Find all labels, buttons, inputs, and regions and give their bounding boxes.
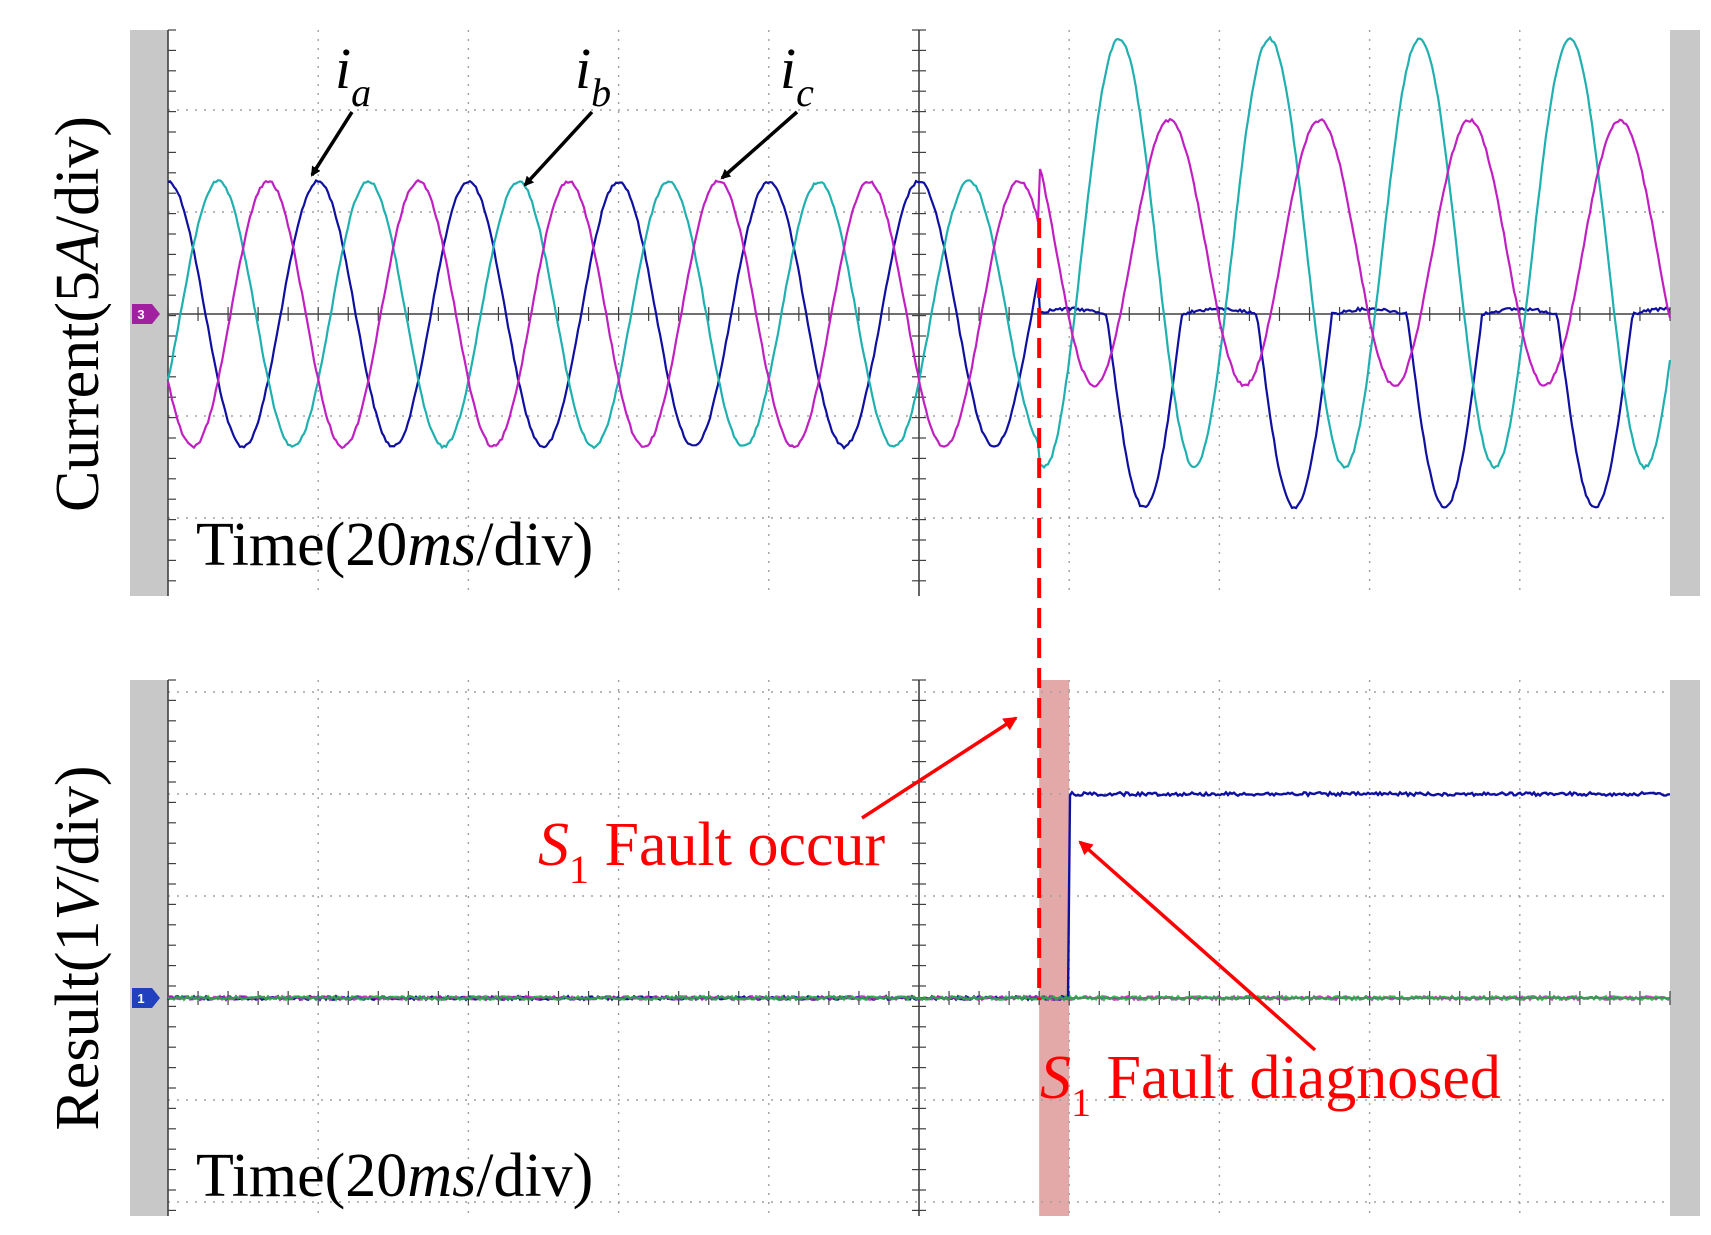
top-ground-marker-label: 3 — [137, 307, 144, 322]
phase-arrow-ia — [310, 111, 354, 177]
top-axis-title: Current(5A/div) — [44, 116, 112, 512]
diagnosis-window — [1039, 680, 1070, 1216]
phase-arrow-ic — [720, 110, 799, 180]
fault-occur-label: S1 Fault occur — [538, 811, 885, 892]
phase-label-ib: ib — [575, 36, 611, 115]
phase-label-ic: ic — [780, 36, 814, 115]
bottom-panel-result: 1 Result(1V/div) Time(20ms/div) — [44, 679, 1700, 1216]
top-ground-marker — [132, 304, 160, 324]
phase-arrow-ib — [523, 110, 594, 187]
fault-diagnosed-arrow — [1078, 840, 1317, 1052]
bottom-right-frame — [1670, 680, 1700, 1216]
trace-ic — [166, 117, 1672, 450]
phase-label-ia: ia — [335, 36, 371, 115]
top-right-frame — [1670, 30, 1700, 596]
bottom-axis-title: Result(1V/div) — [44, 765, 112, 1130]
fault-occur-arrow — [861, 716, 1018, 820]
top-time-label: Time(20ms/div) — [196, 511, 593, 579]
fault-annotations: S1 Fault occur S1 Fault diagnosed — [538, 218, 1501, 1125]
bottom-time-label: Time(20ms/div) — [196, 1142, 593, 1210]
bottom-ground-marker — [132, 988, 160, 1008]
bottom-ground-marker-label: 1 — [137, 991, 144, 1006]
result-trace-2 — [167, 994, 1671, 1002]
bottom-left-frame — [130, 680, 168, 1216]
fault-diagnosed-label: S1 Fault diagnosed — [1040, 1044, 1501, 1125]
